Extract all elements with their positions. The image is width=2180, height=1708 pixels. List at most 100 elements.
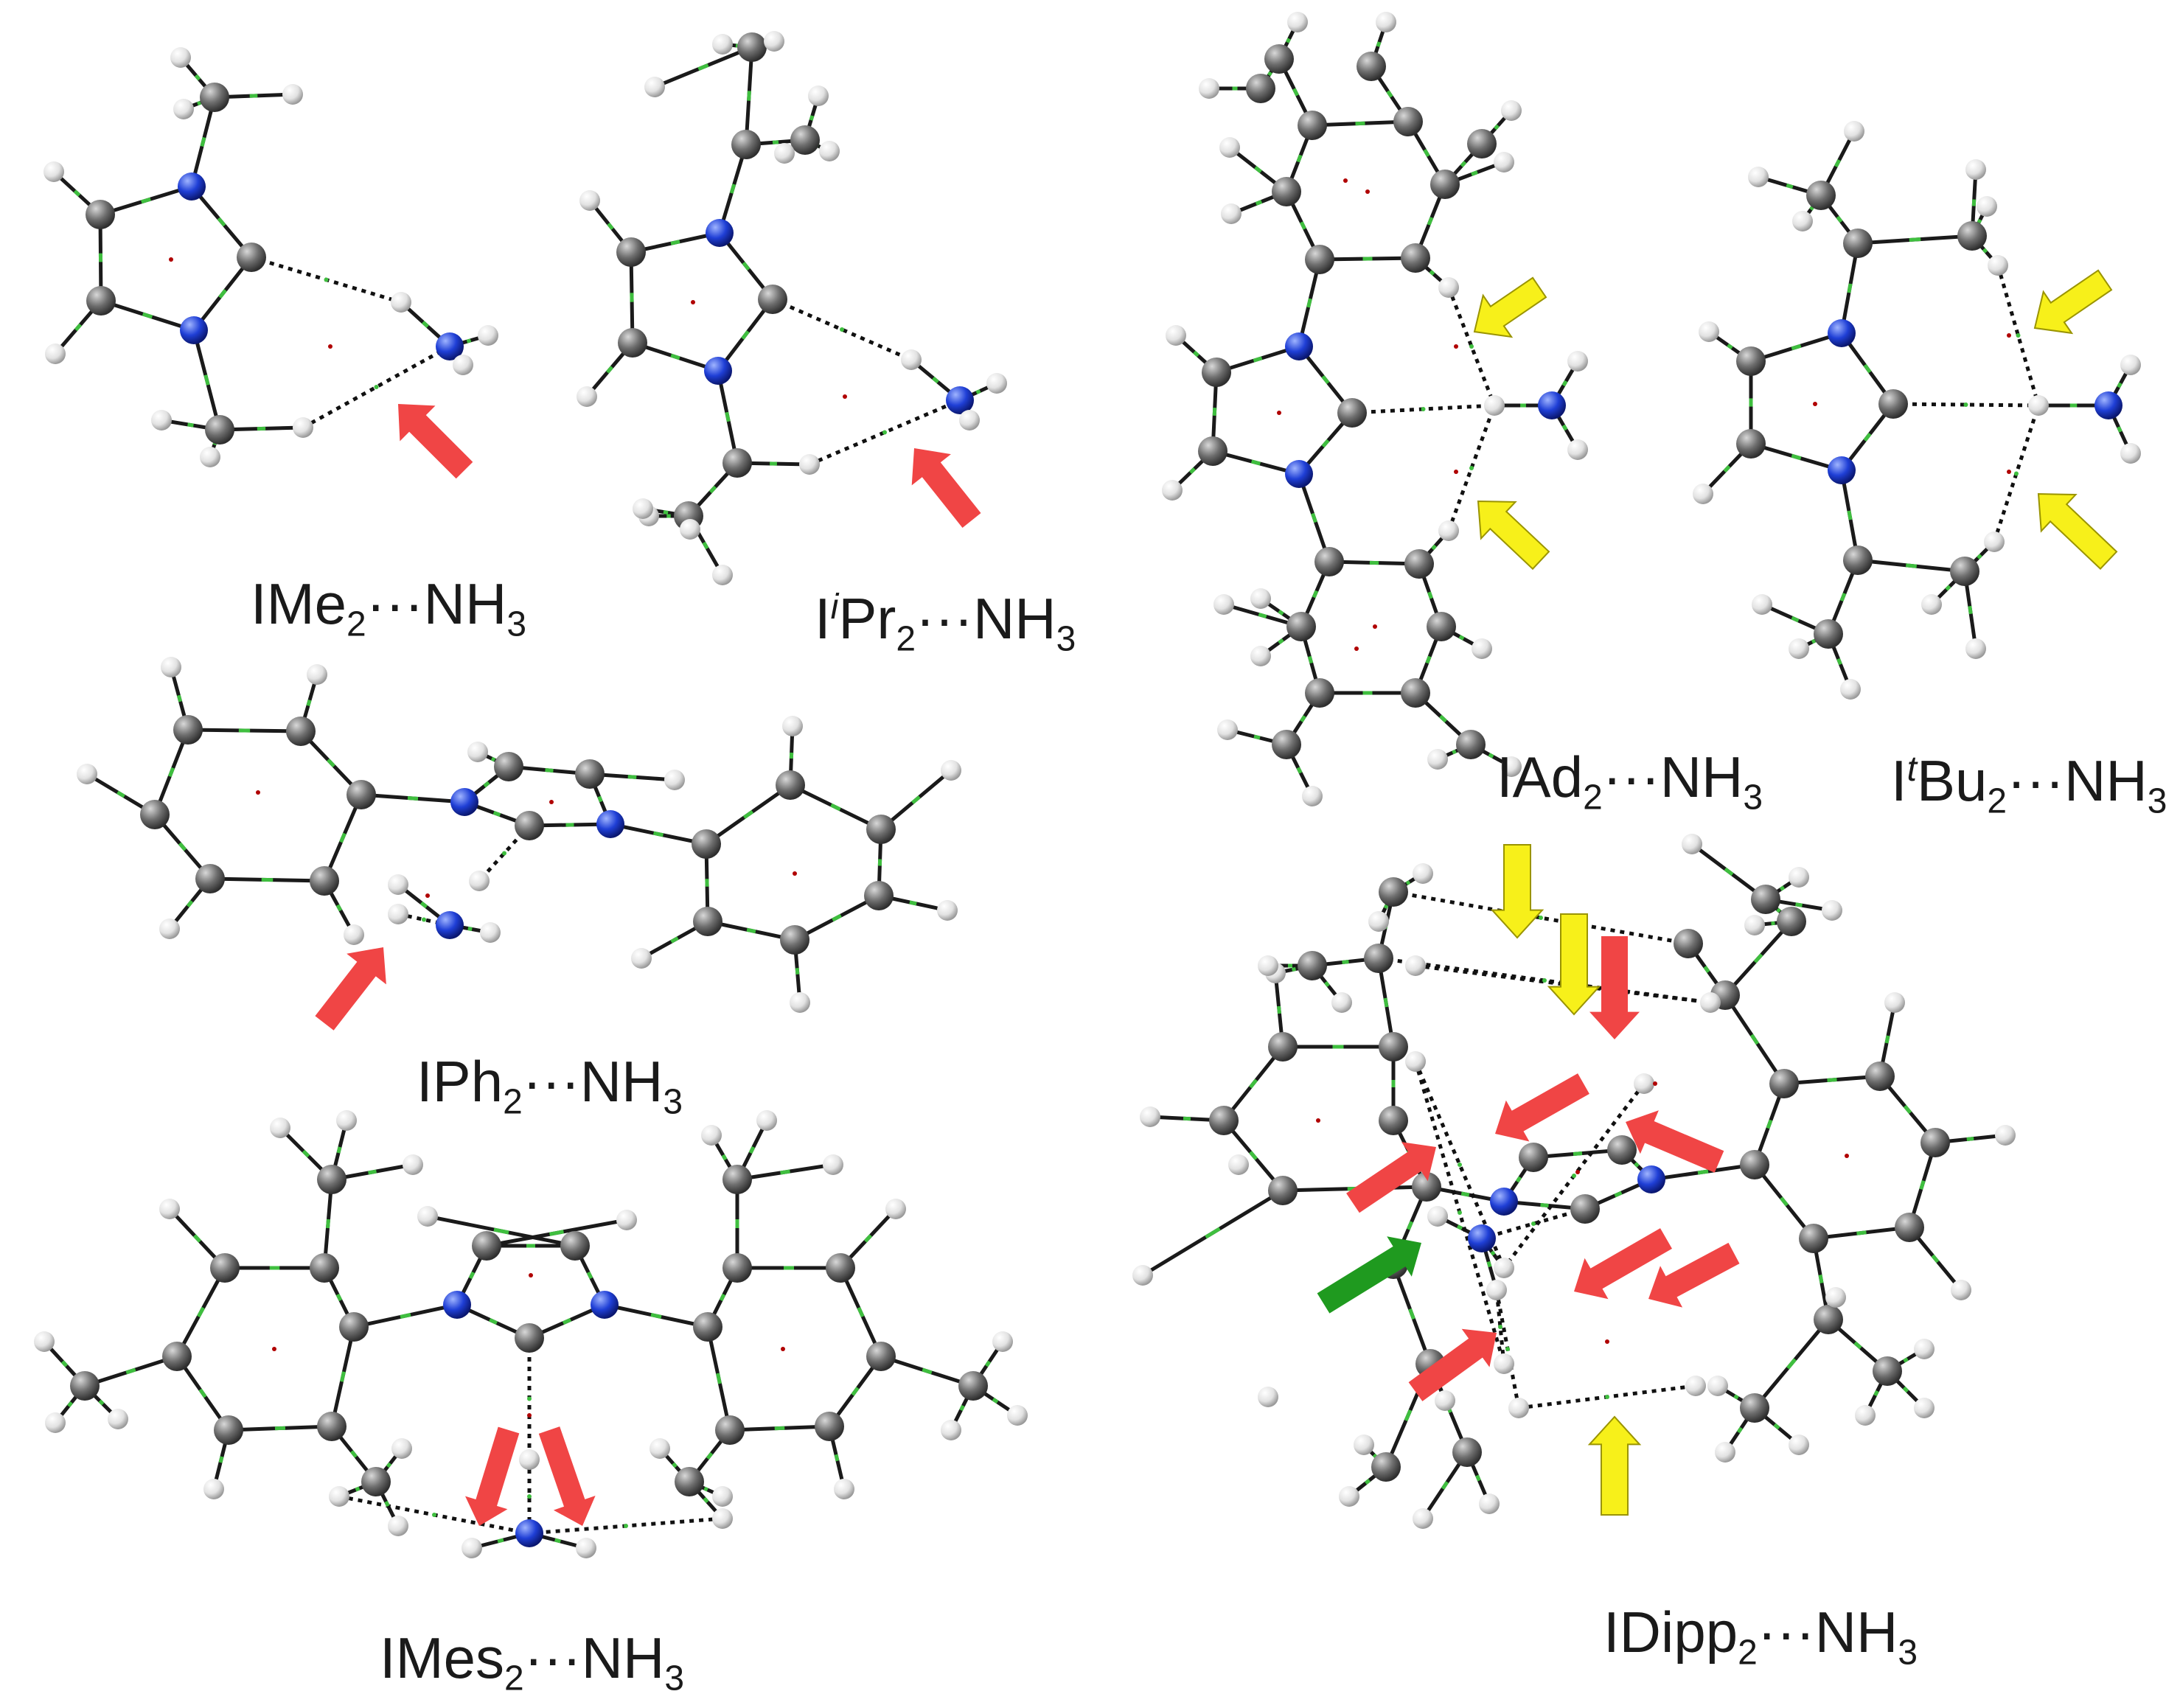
ipr2-bond-critical-point bbox=[607, 222, 614, 231]
imes2-bond-critical-point bbox=[650, 1313, 662, 1319]
label-part: 3 bbox=[1898, 1633, 1918, 1673]
iph2-bond-critical-point bbox=[327, 758, 335, 768]
label-part: IMe bbox=[251, 571, 347, 636]
itbu2-hydrogen-atom bbox=[2120, 355, 2141, 375]
idipp2-carbon-atom bbox=[1895, 1213, 1924, 1242]
idipp2-bond-critical-point bbox=[1703, 966, 1710, 973]
idipp2-interaction-critical-point bbox=[1531, 1221, 1536, 1226]
ring-critical-points bbox=[169, 178, 2011, 1418]
iph2-bond-critical-point bbox=[597, 795, 603, 803]
imes2-hydrogen-atom bbox=[834, 1479, 854, 1499]
ipr2-red-arrow bbox=[911, 448, 981, 528]
iph2-carbon-atom bbox=[693, 907, 722, 936]
idipp2-bond-critical-point bbox=[1795, 902, 1803, 907]
idipp2-hydrogen-atom bbox=[1368, 911, 1389, 932]
idipp2-bond-critical-point bbox=[1779, 885, 1786, 891]
label-part: 2 bbox=[504, 1659, 524, 1698]
itbu2-bond-critical-point bbox=[1834, 159, 1841, 167]
iad2-hydrogen-atom bbox=[1217, 719, 1238, 740]
ime2-hydrogen-atom bbox=[173, 99, 194, 119]
idipp2-bond-critical-point bbox=[1406, 1221, 1414, 1230]
iad2-bond-critical-point bbox=[1292, 88, 1299, 97]
idipp2-hydrogen-atom bbox=[1486, 1280, 1507, 1300]
iad2-bond-critical-point bbox=[1253, 356, 1263, 363]
imes2-bond-critical-point bbox=[721, 1154, 728, 1161]
idipp2-red-arrow bbox=[1495, 1073, 1589, 1142]
idipp2-interaction-critical-point bbox=[1539, 916, 1543, 920]
idipp2-bond-critical-point bbox=[1515, 1176, 1522, 1183]
iad2-carbon-atom bbox=[1305, 678, 1334, 708]
idipp2-bond-critical-point bbox=[1292, 967, 1296, 972]
iad2-hydrogen-atom bbox=[1199, 78, 1219, 99]
iad2-hydrogen-atom bbox=[1501, 756, 1522, 777]
iad2-hydrogen-atom bbox=[1427, 749, 1448, 770]
iad2-hydrogen-atom bbox=[1250, 588, 1271, 609]
ipr2-bond-critical-point bbox=[772, 140, 779, 144]
ime2-bond-critical-point bbox=[200, 136, 206, 147]
iph2-interaction-critical-point bbox=[422, 917, 426, 922]
idipp2-carbon-atom bbox=[1799, 1224, 1828, 1253]
imes2-nitrogen-atom bbox=[515, 1519, 543, 1547]
idipp2-bond-critical-point bbox=[1873, 1390, 1879, 1397]
label-part: ···NH bbox=[523, 1625, 665, 1690]
ime2-nitrogen-atom bbox=[436, 332, 464, 360]
iad2-hydrogen-atom bbox=[1438, 277, 1459, 298]
iph2-bond-critical-point bbox=[490, 756, 496, 762]
ipr2-nitrogen-atom bbox=[946, 386, 974, 414]
itbu2-hydrogen-atom bbox=[1844, 121, 1864, 142]
imes2-carbon-atom bbox=[162, 1342, 192, 1371]
itbu2-bond-critical-point bbox=[1811, 638, 1817, 644]
iad2-bond-critical-point bbox=[1427, 217, 1434, 226]
idipp2-bond-critical-point bbox=[1697, 1169, 1709, 1175]
imes2-bond-critical-point bbox=[562, 1317, 572, 1325]
idipp2-bond-critical-point bbox=[1342, 960, 1349, 964]
imes2-hydrogen-atom bbox=[712, 1508, 733, 1529]
ime2-nitrogen-atom bbox=[178, 172, 206, 201]
itbu2-ring-critical-point bbox=[2007, 470, 2011, 474]
itbu2-bond-critical-point bbox=[1791, 453, 1802, 461]
itbu2-carbon-atom bbox=[1736, 429, 1766, 459]
iad2-bond-critical-point bbox=[1278, 638, 1284, 645]
interaction-arrows bbox=[315, 269, 2118, 1526]
imes2-carbon-atom bbox=[715, 1415, 745, 1445]
iad2-ring-critical-point bbox=[1365, 189, 1370, 194]
iph2-bond-critical-point bbox=[492, 811, 501, 817]
idipp2-nitrogen-atom bbox=[1637, 1165, 1665, 1193]
iad2-bond-critical-point bbox=[1425, 655, 1432, 664]
iph2-bond-critical-point bbox=[627, 775, 637, 779]
ime2-bond-critical-point bbox=[194, 74, 201, 81]
itbu2-hydrogen-atom bbox=[1748, 167, 1769, 187]
imes2-carbon-atom bbox=[815, 1412, 844, 1441]
idipp2-carbon-atom bbox=[1740, 1150, 1769, 1179]
itbu2-bond-critical-point bbox=[2117, 382, 2122, 388]
imes2-bond-critical-point bbox=[98, 1399, 105, 1406]
imes2-bond-critical-point bbox=[992, 1397, 999, 1404]
itbu2-ring-critical-point bbox=[2007, 333, 2011, 338]
ipr2-carbon-atom bbox=[616, 237, 646, 267]
iad2-hydrogen-atom bbox=[1250, 646, 1271, 666]
ime2-hydrogen-atom bbox=[170, 47, 191, 68]
idipp2-bond-critical-point bbox=[1749, 1033, 1760, 1045]
iph2-hydrogen-atom bbox=[467, 742, 488, 762]
itbu2-bond-critical-point bbox=[1905, 563, 1918, 568]
iad2-interaction-critical-point bbox=[1469, 466, 1474, 470]
iph2-hydrogen-atom bbox=[388, 904, 408, 924]
idipp2-carbon-atom bbox=[1412, 1172, 1441, 1202]
imes2-bond-critical-point bbox=[719, 1293, 726, 1302]
idipp2-interaction-critical-point bbox=[1542, 978, 1547, 983]
iad2-bond-critical-point bbox=[1300, 221, 1306, 230]
imes2-hydrogen-atom bbox=[108, 1409, 128, 1429]
imes2-bond-critical-point bbox=[350, 1450, 358, 1458]
label-part: 2 bbox=[503, 1082, 523, 1122]
label-iad2: IAd2···NH3 bbox=[1497, 748, 1763, 816]
idipp2-red-arrow bbox=[1626, 1110, 1724, 1173]
imes2-bond-critical-point bbox=[549, 1230, 564, 1236]
idipp2-green-arrow bbox=[1317, 1236, 1421, 1314]
label-part: IPh bbox=[417, 1049, 504, 1114]
iad2-bond-critical-point bbox=[1561, 424, 1568, 431]
idipp2-bond-critical-point bbox=[1249, 1151, 1258, 1160]
idipp2-bond-critical-point bbox=[1456, 1224, 1463, 1230]
imes2-hydrogen-atom bbox=[941, 1420, 961, 1440]
idipp2-hydrogen-atom bbox=[1228, 1154, 1249, 1175]
ipr2-hydrogen-atom bbox=[799, 454, 820, 475]
